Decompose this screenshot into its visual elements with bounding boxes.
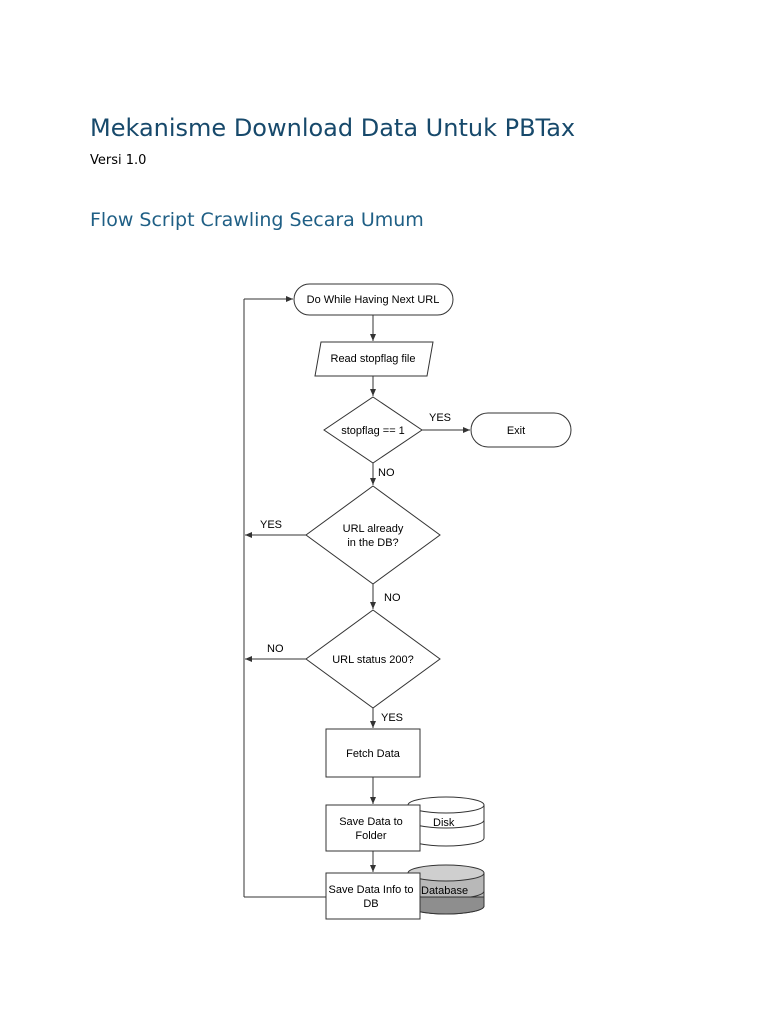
database-storage: Database [407, 864, 485, 915]
loop-start-label: Do While Having Next URL [307, 294, 440, 306]
db-yes-label: YES [260, 519, 282, 531]
save-folder-label-line2: Folder [355, 830, 387, 842]
save-folder-label-line1: Save Data to [339, 816, 403, 828]
db-check-decision: URL already in the DB? [305, 485, 441, 585]
stopflag-decision-label: stopflag == 1 [341, 425, 405, 437]
read-stopflag-label: Read stopflag file [331, 353, 416, 365]
section-heading: Flow Script Crawling Secara Umum [90, 209, 424, 231]
save-db-label-line1: Save Data Info to [329, 884, 414, 896]
save-db-label-line2: DB [363, 898, 378, 910]
save-db-process: Save Data Info to DB [325, 872, 421, 920]
status-check-label: URL status 200? [332, 654, 414, 666]
disk-label: Disk [433, 817, 455, 829]
version-label: Versi 1.0 [90, 153, 147, 168]
loop-start-terminator: Do While Having Next URL [293, 283, 454, 316]
status-no-label: NO [267, 643, 284, 655]
db-check-label-line1: URL already [343, 523, 404, 535]
db-check-label-line2: in the DB? [347, 537, 398, 549]
fetch-data-process: Fetch Data [325, 728, 421, 778]
stopflag-decision: stopflag == 1 [323, 396, 423, 464]
db-no-label: NO [384, 592, 401, 604]
read-stopflag-io: Read stopflag file [314, 341, 434, 377]
status-yes-label: YES [381, 712, 403, 724]
status-check-decision: URL status 200? [305, 609, 441, 709]
exit-label: Exit [507, 425, 525, 437]
exit-terminator: Exit [470, 412, 572, 448]
page-title: Mekanisme Download Data Untuk PBTax [90, 114, 576, 142]
fetch-data-label: Fetch Data [346, 748, 401, 760]
save-folder-process: Save Data to Folder [325, 804, 421, 852]
disk-storage: Disk [407, 796, 485, 847]
stopflag-yes-label: YES [429, 412, 451, 424]
database-label: Database [421, 885, 468, 897]
stopflag-no-label: NO [378, 467, 395, 479]
